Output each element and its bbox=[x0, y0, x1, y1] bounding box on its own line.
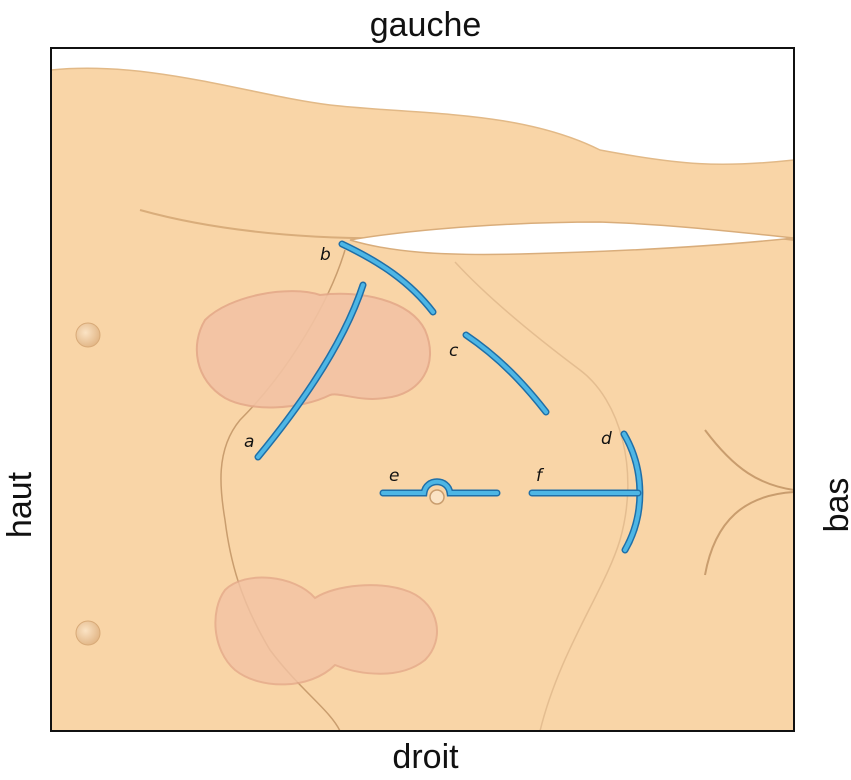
incision-label-d: d bbox=[601, 429, 612, 449]
left-mark-lower bbox=[76, 621, 100, 645]
kidney-left bbox=[197, 291, 430, 407]
navel bbox=[430, 490, 444, 504]
incision-label-a: a bbox=[244, 432, 254, 452]
incision-label-e: e bbox=[389, 466, 399, 486]
incision-label-b: b bbox=[320, 245, 331, 265]
left-mark-upper bbox=[76, 323, 100, 347]
kidney-right bbox=[215, 578, 437, 685]
incision-label-c: c bbox=[449, 341, 459, 361]
